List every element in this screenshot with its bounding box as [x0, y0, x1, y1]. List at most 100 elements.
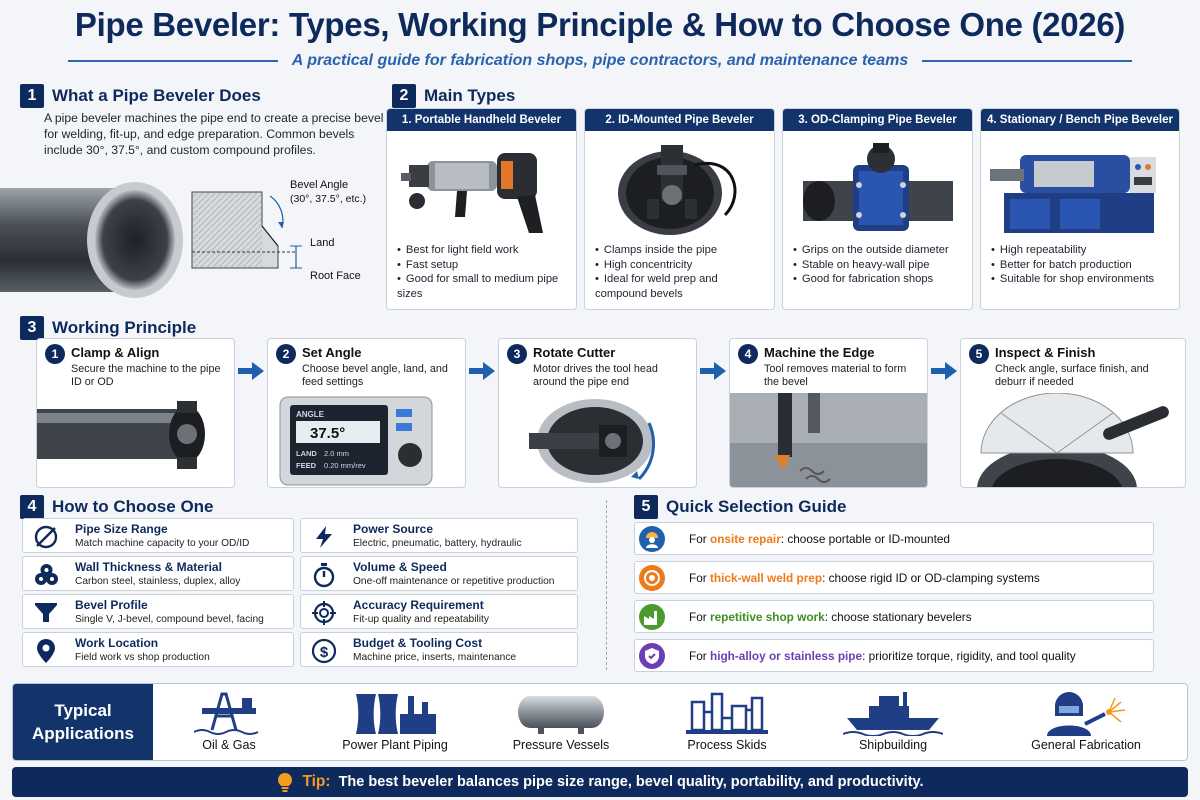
- type-card-bullets: Best for light field work Fast setup Goo…: [387, 243, 576, 301]
- step-description: Motor drives the tool head around the pi…: [533, 363, 658, 388]
- display-angle-label: ANGLE: [296, 410, 325, 419]
- guide-prefix: For: [689, 649, 710, 663]
- tip-label: Tip:: [302, 773, 331, 790]
- crosshair-icon: [312, 601, 336, 625]
- section-divider: [606, 500, 607, 670]
- criterion-description: Carbon steel, stainless, duplex, alloy: [75, 576, 241, 587]
- pipe-illustration: [0, 182, 183, 298]
- section-1-body: A pipe beveler machines the pipe end to …: [44, 111, 384, 157]
- section-3-badge: 3: [20, 316, 44, 340]
- step-title: Rotate Cutter: [533, 345, 616, 360]
- page-subtitle: A practical guide for fabrication shops,…: [291, 52, 909, 69]
- type-card-title: 2. ID-Mounted Pipe Beveler: [585, 109, 774, 131]
- welder-icon: [1047, 692, 1126, 736]
- step-title: Clamp & Align: [71, 345, 160, 360]
- application-label: Pressure Vessels: [512, 738, 610, 752]
- stopwatch-icon: [313, 563, 335, 588]
- type-card-id-mounted: 2. ID-Mounted Pipe Beveler Clamps inside…: [584, 108, 775, 310]
- step-title: Inspect & Finish: [995, 345, 1096, 360]
- step-machine-edge: 4 Machine the Edge Tool removes material…: [729, 338, 928, 488]
- type-card-bullets: Clamps inside the pipe High concentricit…: [585, 243, 774, 301]
- section-2-heading: 2 Main Types: [392, 84, 515, 108]
- type-card-title: 4. Stationary / Bench Pipe Beveler: [981, 109, 1179, 131]
- criterion-description: Match machine capacity to your OD/ID: [75, 538, 250, 549]
- lightbulb-icon: [278, 773, 293, 792]
- inspection-illustration: [977, 393, 1169, 487]
- guide-suffix: : prioritize torque, rigidity, and tool …: [862, 649, 1076, 663]
- application-pressure-vessels: Pressure Vessels: [481, 688, 641, 758]
- type-bullet: Better for batch production: [991, 258, 1169, 273]
- step-number: 3: [507, 344, 527, 364]
- type-card-od-clamping: 3. OD-Clamping Pipe Beveler Grips on the…: [782, 108, 973, 310]
- step-number: 5: [969, 344, 989, 364]
- criterion-accuracy: Accuracy Requirement Fit-up quality and …: [300, 594, 578, 629]
- pipe-stack-icon: [35, 564, 58, 585]
- criterion-power-source: Power Source Electric, pneumatic, batter…: [300, 518, 578, 553]
- type-bullet: Fast setup: [397, 258, 566, 273]
- target-icon: [639, 565, 665, 591]
- handheld-beveler-illustration: [387, 131, 576, 243]
- type-bullet: Grips on the outside diameter: [793, 243, 962, 258]
- arrow-right-icon: [700, 362, 726, 380]
- application-label: Power Plant Piping: [342, 738, 448, 752]
- application-shipbuilding: Shipbuilding: [813, 688, 973, 758]
- criterion-title: Work Location: [75, 636, 159, 650]
- section-3-heading: 3 Working Principle: [20, 316, 196, 340]
- machining-edge-illustration: [730, 393, 927, 487]
- section-4-heading: 4 How to Choose One: [20, 495, 214, 519]
- bevel-diagram: Bevel Angle (30°, 37.5°, etc.) Land Root…: [0, 179, 366, 298]
- criterion-title: Accuracy Requirement: [353, 598, 484, 612]
- step-clamp-align: 1 Clamp & Align Secure the machine to th…: [36, 338, 235, 488]
- shield-icon: [639, 643, 665, 669]
- step-title: Set Angle: [302, 345, 362, 360]
- guide-highlight: onsite repair: [709, 532, 781, 546]
- section-4-badge: 4: [20, 495, 44, 519]
- guide-suffix: : choose stationary bevelers: [824, 610, 972, 624]
- clamp-illustration: [37, 401, 205, 469]
- tip-banner: Tip: The best beveler balances pipe size…: [12, 767, 1188, 797]
- working-principle-steps: 1 Clamp & Align Secure the machine to th…: [22, 338, 1197, 490]
- applications-label-line1: Typical: [54, 701, 112, 720]
- type-bullet: Clamps inside the pipe: [595, 243, 764, 258]
- subtitle-rule-right: [922, 60, 1133, 62]
- application-power-plant: Power Plant Piping: [315, 688, 475, 758]
- type-bullet: Good for fabrication shops: [793, 272, 962, 287]
- step-number: 1: [45, 344, 65, 364]
- guide-prefix: For: [689, 571, 710, 585]
- control-panel-illustration: ANGLE 37.5° LAND 2.0 mm FEED 0.20 mm/rev: [279, 396, 433, 486]
- applications-strip: Typical Applications Oil & Gas Power Pla…: [12, 683, 1188, 761]
- type-card-title: 3. OD-Clamping Pipe Beveler: [783, 109, 972, 131]
- root-face-label: Root Face: [310, 270, 361, 282]
- subtitle-row: A practical guide for fabrication shops,…: [0, 52, 1200, 70]
- type-card-stationary: 4. Stationary / Bench Pipe Beveler High …: [980, 108, 1180, 310]
- step-number: 4: [738, 344, 758, 364]
- step-inspect-finish: 5 Inspect & Finish Check angle, surface …: [960, 338, 1186, 488]
- worker-icon: [639, 526, 665, 552]
- criterion-volume-speed: Volume & Speed One-off maintenance or re…: [300, 556, 578, 591]
- step-description: Secure the machine to the pipe ID or OD: [71, 363, 221, 388]
- criterion-description: Field work vs shop production: [75, 652, 210, 663]
- od-clamping-beveler-illustration: [783, 131, 972, 243]
- guide-highlight: high-alloy or stainless pipe: [709, 649, 863, 663]
- type-bullet: Stable on heavy-wall pipe: [793, 258, 962, 273]
- bevel-angle-values: (30°, 37.5°, etc.): [290, 193, 366, 205]
- guide-prefix: For: [689, 532, 710, 546]
- section-5-heading: 5 Quick Selection Guide: [634, 495, 846, 519]
- criterion-description: Fit-up quality and repeatability: [353, 614, 489, 625]
- guide-suffix: : choose rigid ID or OD-clamping systems: [822, 571, 1040, 585]
- type-card-portable: 1. Portable Handheld Beveler Best for li…: [386, 108, 577, 310]
- section-1-title: What a Pipe Beveler Does: [52, 86, 261, 105]
- applications-label-line2: Applications: [31, 724, 134, 743]
- type-card-bullets: High repeatability Better for batch prod…: [981, 243, 1179, 287]
- step-set-angle: 2 Set Angle Choose bevel angle, land, an…: [267, 338, 466, 488]
- section-3-title: Working Principle: [52, 318, 197, 337]
- step-rotate-cutter: 3 Rotate Cutter Motor drives the tool he…: [498, 338, 697, 488]
- display-land-label: LAND: [296, 449, 317, 458]
- criterion-work-location: Work Location Field work vs shop product…: [22, 632, 294, 667]
- arrow-right-icon: [931, 362, 957, 380]
- section-2-badge: 2: [392, 84, 416, 108]
- criterion-description: Machine price, inserts, maintenance: [353, 652, 517, 663]
- criterion-budget: $ Budget & Tooling Cost Machine price, i…: [300, 632, 578, 667]
- criterion-description: Single V, J-bevel, compound bevel, facin…: [75, 614, 264, 625]
- type-bullet: Best for light field work: [397, 243, 566, 258]
